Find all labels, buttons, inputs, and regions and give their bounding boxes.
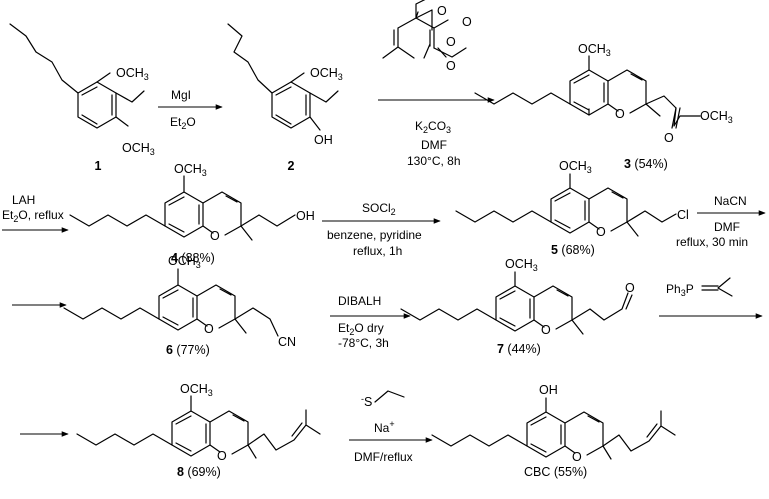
step-7: Ph3P (659, 277, 763, 319)
step-6: DIBALH Et2O dry -78°C, 3h (330, 294, 411, 350)
step-8-counterion: Na+ (374, 419, 395, 435)
compound-8: OCH3 O 8 (69%) (20, 382, 321, 479)
compound-2-ring (271, 81, 311, 129)
step-4-time: reflux, 1h (353, 244, 402, 258)
compound-4-oh: OH (296, 209, 315, 223)
step-8-solvent: DMF/reflux (354, 450, 413, 464)
svg-text:O: O (446, 35, 456, 49)
compound-3-och3: OCH3 (578, 42, 611, 58)
step-1: MgI Et2O (158, 88, 223, 131)
compound-8-och3: OCH3 (180, 382, 213, 398)
compound-3-pentyl (474, 92, 571, 105)
compound-5-och3: OCH3 (559, 159, 592, 175)
compound-4-label: 4 (88%) (171, 251, 215, 265)
compound-2-aldehyde (309, 90, 339, 103)
compound-1-label: 1 (95, 159, 102, 173)
compound-1-pentyl (9, 23, 79, 94)
compound-1-och3-bottom: OCH3 (122, 141, 155, 157)
step-5: NaCN DMF reflux, 30 min (676, 194, 766, 249)
step-7-reagent: Ph3P (666, 282, 694, 298)
compound-4: OCH3 O OH 4 (88%) (69, 162, 315, 265)
compound-4-och3: OCH3 (174, 162, 207, 178)
svg-text:O: O (615, 107, 625, 121)
thiolate-ethyl (374, 390, 405, 403)
svg-text:O: O (572, 450, 582, 464)
step-1-reagent: MgI (171, 88, 191, 102)
step-4-reagent: SOCl2 (362, 201, 396, 217)
compound-3-ester-och3: OCH3 (700, 109, 733, 125)
compound-2-label: 2 (288, 159, 295, 173)
step-5-time: reflux, 30 min (676, 235, 748, 249)
compound-1-aldehyde (115, 90, 145, 103)
step-3: LAH Et2O, reflux (2, 193, 69, 233)
step-5-reagent: NaCN (714, 194, 747, 208)
compound-6-och3: OCH3 (168, 254, 201, 270)
svg-text:O: O (596, 225, 606, 239)
step-2-solvent: DMF (421, 138, 447, 152)
compound-3-label: 3 (54%) (624, 157, 668, 171)
compound-2-pentyl (227, 23, 273, 94)
compound-1: OCH3 OCH3 1 (9, 23, 155, 173)
compound-3-pyran-ring (607, 69, 647, 114)
compound-5-cl: Cl (677, 208, 689, 222)
step-8: -S Na+ DMF/reflux (349, 390, 433, 464)
svg-text:O: O (210, 229, 220, 243)
compound-8-label: 8 (69%) (177, 465, 221, 479)
step-6-temp: -78°C, 3h (338, 336, 389, 350)
cbc-label: CBC (55%) (524, 465, 587, 479)
cbc-oh: OH (539, 383, 558, 397)
svg-text:O: O (204, 322, 214, 336)
thiolate-s: -S (361, 394, 372, 409)
compound-6-label: 6 (77%) (166, 343, 210, 357)
step-2-temp: 130°C, 8h (407, 154, 461, 168)
compound-3: OCH3 O O OCH3 3 (54%) (474, 42, 733, 171)
step-2: O O O O K2CO3 DMF 130°C, 8h (378, 0, 495, 168)
compound-6: OCH3 O CN 6 (77%) (12, 254, 296, 357)
compound-2-oh: OH (314, 133, 333, 147)
compound-7: OCH3 O O 7 (44%) (400, 257, 635, 356)
svg-text:O: O (462, 15, 472, 29)
step-6-solvent: Et2O dry (338, 321, 384, 337)
compound-6-cn: CN (278, 335, 296, 349)
compound-2: OCH3 OH 2 (227, 23, 343, 173)
step-1-solvent: Et2O (170, 115, 196, 131)
compound-3-ester-chain (645, 95, 701, 127)
step-6-reagent: DIBALH (338, 294, 381, 308)
compound-7-och3: OCH3 (505, 257, 538, 273)
compound-1-och3-top: OCH3 (116, 66, 149, 82)
step-5-solvent: DMF (714, 220, 740, 234)
svg-text:O: O (217, 449, 227, 463)
svg-text:O: O (446, 59, 456, 73)
compound-3-aromatic-ring (569, 69, 609, 116)
svg-text:O: O (437, 4, 447, 18)
compound-cbc: OH O CBC (55%) (431, 383, 676, 479)
step-4-solvent: benzene, pyridine (327, 228, 422, 242)
compound-1-ring (77, 81, 117, 129)
svg-text:O: O (541, 323, 551, 337)
step-3-solvent: Et2O, reflux (2, 208, 64, 224)
compound-5: OCH3 O Cl 5 (68%) (455, 159, 689, 257)
step-2-base: K2CO3 (415, 119, 451, 135)
svg-text:O: O (664, 131, 674, 145)
compound-7-label: 7 (44%) (497, 342, 541, 356)
compound-2-och3: OCH3 (310, 66, 343, 82)
step-4: SOCl2 benzene, pyridine reflux, 1h (322, 201, 441, 258)
compound-7-aldehyde-o: O (625, 281, 635, 295)
compound-5-label: 5 (68%) (551, 243, 595, 257)
step-3-reagent: LAH (12, 193, 35, 207)
